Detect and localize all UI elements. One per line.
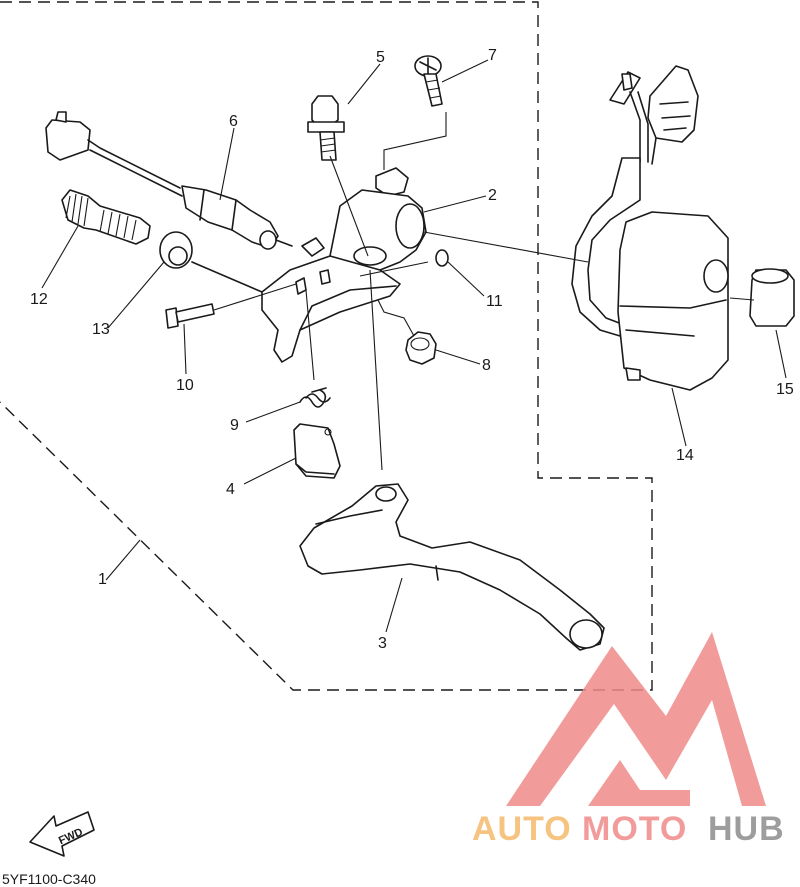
callout-12: 12 — [30, 291, 48, 308]
part-3-lever — [299, 483, 605, 651]
part-7-screw — [414, 55, 443, 107]
watermark-moto: MOTO — [582, 810, 687, 848]
part-14-handlebar-switch — [571, 65, 729, 391]
part-9-spring — [299, 387, 331, 408]
watermark-logo: AUTO MOTO HUB — [472, 632, 785, 848]
watermark-hub: HUB — [708, 810, 785, 848]
fwd-arrow: FWD — [29, 811, 95, 857]
part-4-block — [293, 423, 341, 479]
part-2-lever-holder — [261, 167, 427, 363]
part-11-washer — [435, 249, 449, 267]
part-12-adjuster — [61, 189, 151, 245]
callout-14: 14 — [676, 447, 694, 464]
callout-6: 6 — [229, 113, 238, 130]
callout-15: 15 — [776, 381, 794, 398]
callout-13: 13 — [92, 321, 110, 338]
part-5-bolt — [307, 95, 345, 161]
callout-1: 1 — [98, 571, 107, 588]
callout-9: 9 — [230, 417, 239, 434]
callout-2: 2 — [488, 187, 497, 204]
part-8-nut — [405, 331, 437, 365]
callout-7: 7 — [488, 47, 497, 64]
callout-8: 8 — [482, 357, 491, 374]
part-10-pivot-bolt — [165, 303, 215, 329]
callout-4: 4 — [226, 481, 235, 498]
callout-10: 10 — [176, 377, 194, 394]
callout-3: 3 — [378, 635, 387, 652]
part-13-locknut — [159, 231, 263, 293]
callout-5: 5 — [376, 49, 385, 66]
part-6-switch — [45, 111, 293, 250]
assembly-lines — [213, 112, 755, 471]
assembly-outline — [0, 1, 653, 691]
callout-11: 11 — [486, 293, 503, 310]
leader-lines — [41, 59, 787, 633]
watermark-auto: AUTO — [472, 810, 572, 848]
callout-numbers: 1 2 3 4 5 6 7 8 9 10 11 12 13 14 15 — [30, 47, 794, 652]
drawing-code: 5YF1100-C340 — [2, 871, 96, 887]
part-15-collar — [749, 268, 795, 327]
